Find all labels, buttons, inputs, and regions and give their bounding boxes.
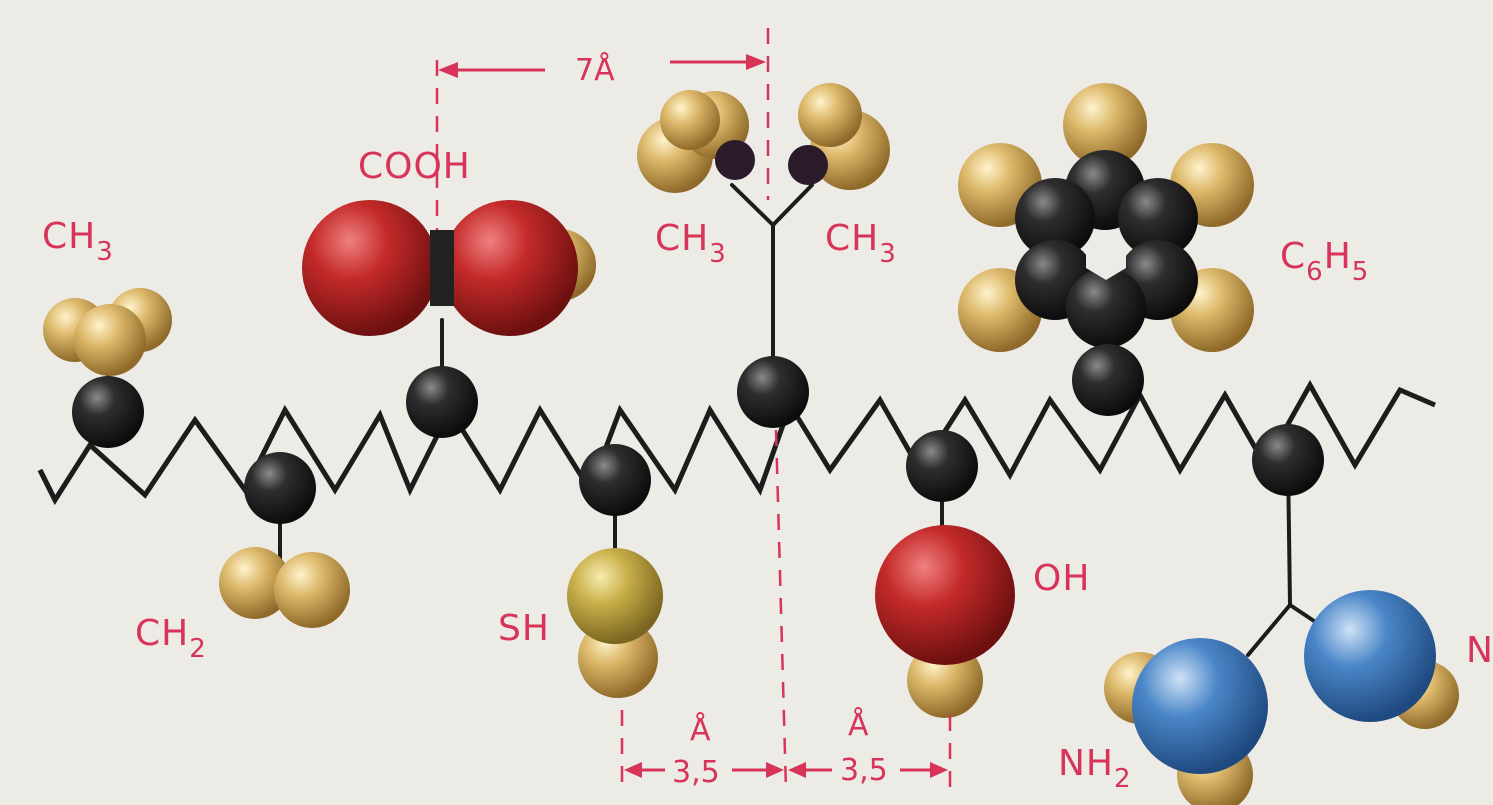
bond — [730, 183, 775, 227]
carbon-atom — [715, 140, 755, 180]
carbon-atom — [1066, 268, 1146, 348]
hydrogen-atom — [798, 83, 862, 147]
carbon-atom — [737, 356, 809, 428]
dimension-bottom: Å Å 3,5 3,5 — [620, 429, 952, 791]
carbon-atom — [1118, 178, 1198, 258]
dim-top-label: 7Å — [575, 52, 615, 88]
label-ch3-mid-right: CH3 — [825, 218, 897, 269]
label-ch2: CH2 — [135, 613, 207, 664]
carbon-atom — [72, 376, 144, 448]
hydrogen-atom — [74, 304, 146, 376]
group-amine — [1104, 424, 1459, 805]
oxygen-atom — [442, 200, 578, 336]
arrowhead — [746, 54, 766, 70]
nitrogen-atom — [1304, 590, 1436, 722]
arrowhead — [788, 762, 806, 778]
group-ch3-left — [43, 288, 172, 448]
label-c6h5: C6H5 — [1280, 236, 1369, 287]
carbon-atom — [244, 452, 316, 524]
group-cooh — [302, 200, 596, 438]
carbon-atom — [1252, 424, 1324, 496]
bond — [1246, 603, 1292, 657]
ring-center — [1086, 236, 1126, 280]
group-ch2 — [219, 452, 350, 628]
label-ch3-mid-left: CH3 — [655, 218, 727, 269]
arrowhead — [766, 762, 784, 778]
nitrogen-atom — [1132, 638, 1268, 774]
carbon-atom — [406, 366, 478, 438]
double-bond — [430, 230, 454, 306]
label-cooh: COOH — [358, 146, 471, 187]
label-ch3-left: CH3 — [42, 216, 114, 267]
oxygen-atom — [302, 200, 438, 336]
bond — [771, 183, 814, 227]
dim-bottom-left: 3,5 — [672, 755, 720, 790]
hydrogen-atom — [660, 90, 720, 150]
carbon-atom — [788, 145, 828, 185]
group-phenyl — [958, 83, 1254, 416]
hydrogen-atom — [219, 547, 291, 619]
angstrom-left: Å — [690, 712, 711, 748]
label-nh2: NH2 — [1058, 743, 1132, 794]
group-isopropyl — [637, 83, 890, 428]
carbon-atom — [579, 444, 651, 516]
group-oh — [875, 430, 1015, 718]
dimension-top: 7Å — [435, 28, 770, 230]
label-n-edge: N — [1466, 630, 1493, 671]
oxygen-atom — [875, 525, 1015, 665]
carbon-atom — [1015, 178, 1095, 258]
carbon-atom — [906, 430, 978, 502]
dim-guide-center — [774, 429, 788, 791]
arrowhead — [930, 762, 948, 778]
label-sh: SH — [498, 608, 550, 649]
label-oh: OH — [1033, 558, 1090, 599]
carbon-atom — [1072, 344, 1144, 416]
angstrom-right: Å — [848, 707, 869, 743]
backbone-chain — [37, 379, 1436, 506]
hydrogen-atom — [1063, 83, 1147, 167]
arrowhead — [438, 62, 458, 78]
group-sh — [567, 444, 663, 698]
arrowhead — [624, 762, 642, 778]
chain-start — [37, 468, 58, 502]
sulfur-atom — [567, 548, 663, 644]
dim-bottom-right: 3,5 — [840, 753, 888, 788]
hydrogen-atom — [274, 552, 350, 628]
